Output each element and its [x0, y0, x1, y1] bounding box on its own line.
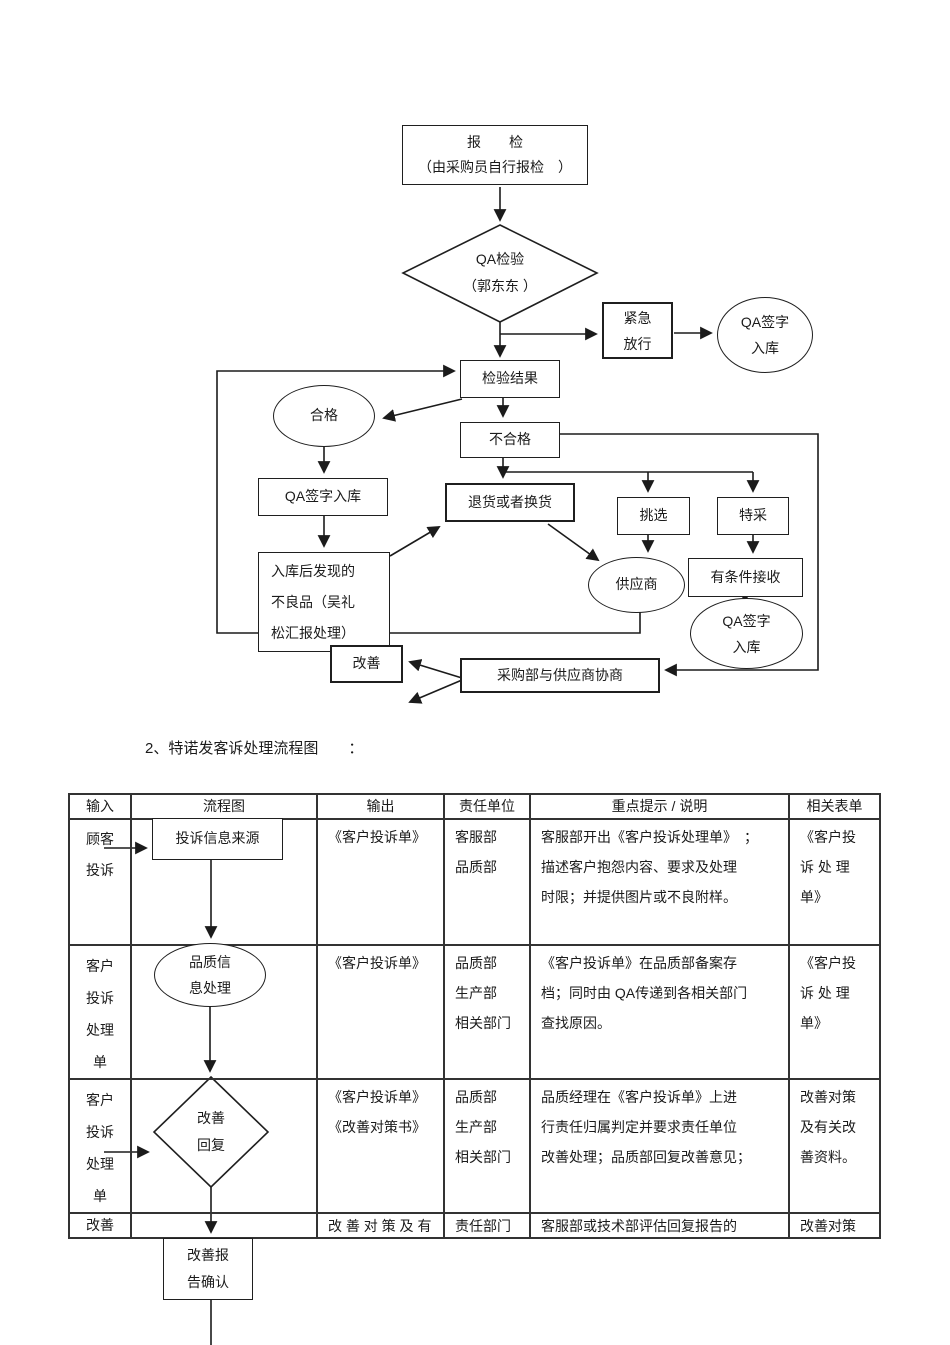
purchase-negotiate-box: 采购部与供应商协商: [460, 658, 660, 693]
special-accept-box: 特采: [717, 497, 789, 535]
inspection-result-box: 检验结果: [460, 360, 560, 398]
cell-output: 《客户投诉单》 《改善对策书》: [316, 1078, 445, 1214]
qa-sign-in-ellipse-1: QA签字 入库: [717, 297, 813, 373]
qa-sign-in-ellipse-2: QA签字 入库: [690, 598, 803, 669]
cell-dept: 责任部门: [443, 1212, 531, 1239]
cell-form: 改善对策 及有关改 善资料。: [788, 1078, 881, 1214]
improve-label: 改善: [352, 655, 381, 672]
table-header-row: 输入 流程图 输出 责任单位 重点提示 / 说明 相关表单: [68, 793, 881, 820]
return-or-exchange-label: 退货或者换货: [468, 493, 552, 510]
quality-info-label: 品质信 息处理: [189, 954, 231, 996]
inspection-result-label: 检验结果: [482, 370, 538, 387]
emergency-release-box: 紧急 放行: [602, 302, 673, 359]
table-row: 顾客 投诉 《客户投诉单》 客服部 品质部 客服部开出《客户投诉处理单》 ； 描…: [68, 818, 881, 946]
supplier-label: 供应商: [615, 576, 658, 593]
complaint-source-box: 投诉信息来源: [152, 818, 283, 860]
special-accept-label: 特采: [739, 507, 767, 524]
cell-input: 顾客 投诉: [68, 818, 132, 946]
supplier-ellipse: 供应商: [588, 557, 685, 613]
qa-sign-in-box: QA签字入库: [258, 478, 388, 516]
sorting-box: 挑选: [617, 497, 690, 535]
unqualified-label: 不合格: [489, 431, 531, 448]
cell-form: 《客户投 诉 处 理 单》: [788, 818, 881, 946]
conditional-accept-label: 有条件接收: [710, 568, 781, 585]
sorting-label: 挑选: [639, 507, 668, 524]
qa-inspection-label-wrap: QA检验 （郭东东 ）: [403, 231, 597, 315]
cell-output: 《客户投诉单》: [316, 944, 445, 1080]
cell-form: 改善对策: [788, 1212, 881, 1239]
cell-output: 改 善 对 策 及 有: [316, 1212, 445, 1239]
qa-inspection-label: QA检验 （郭东东 ）: [463, 251, 537, 294]
cell-form: 《客户投 诉 处 理 单》: [788, 944, 881, 1080]
cell-flow: [130, 1212, 318, 1239]
improve-report-confirm-label: 改善报 告确认: [187, 1247, 229, 1290]
qa-sign-in-box-label: QA签字入库: [284, 488, 362, 505]
section-heading: 2、特诺发客诉处理流程图 ：: [145, 740, 364, 757]
header-note: 重点提示 / 说明: [529, 793, 790, 820]
cell-note: 品质经理在《客户投诉单》上进 行责任归属判定并要求责任单位 改善处理；品质部回复…: [529, 1078, 790, 1214]
header-flow: 流程图: [130, 793, 318, 820]
cell-dept: 客服部 品质部: [443, 818, 531, 946]
improve-report-confirm-box: 改善报 告确认: [163, 1238, 253, 1300]
qualified-label: 合格: [310, 407, 338, 424]
cell-flow: [130, 1078, 318, 1214]
return-or-exchange-box: 退货或者换货: [445, 483, 575, 522]
quality-info-ellipse: 品质信 息处理: [154, 943, 266, 1007]
header-output: 输出: [316, 793, 445, 820]
found-after-storage-label: 入库后发现的 不良品（吴礼 松汇报处理）: [271, 562, 355, 641]
qa-sign-in-2-label: QA签字 入库: [722, 612, 771, 655]
header-form: 相关表单: [788, 793, 881, 820]
cell-dept: 品质部 生产部 相关部门: [443, 944, 531, 1080]
header-input: 输入: [68, 793, 132, 820]
cell-note: 客服部开出《客户投诉处理单》 ； 描述客户抱怨内容、要求及处理 时限；并提供图片…: [529, 818, 790, 946]
improve-reply-label: 改善 回复: [197, 1110, 225, 1153]
unqualified-box: 不合格: [460, 422, 560, 458]
complaint-source-label: 投诉信息来源: [175, 830, 260, 847]
report-inspection-box: 报 检 （由采购员自行报检 ）: [402, 125, 588, 185]
cell-input: 改善: [68, 1212, 132, 1239]
purchase-negotiate-label: 采购部与供应商协商: [497, 666, 623, 683]
conditional-accept-box: 有条件接收: [688, 558, 803, 597]
header-dept: 责任单位: [443, 793, 531, 820]
cell-note: 《客户投诉单》在品质部备案存 档；同时由 QA传递到各相关部门 查找原因。: [529, 944, 790, 1080]
qa-inspection-diamond: [401, 224, 599, 323]
cell-note: 客服部或技术部评估回复报告的: [529, 1212, 790, 1239]
cell-output: 《客户投诉单》: [316, 818, 445, 946]
emergency-release-label: 紧急 放行: [623, 309, 652, 352]
cell-input: 客户 投诉 处理 单: [68, 944, 132, 1080]
found-after-storage-box: 入库后发现的 不良品（吴礼 松汇报处理）: [258, 552, 390, 652]
improve-reply-label-wrap: 改善 回复: [169, 1104, 253, 1160]
qa-sign-in-1-label: QA签字 入库: [740, 314, 790, 356]
improve-box: 改善: [330, 645, 403, 683]
report-inspection-label: 报 检 （由采购员自行报检 ）: [418, 134, 572, 175]
qualified-ellipse: 合格: [273, 385, 375, 447]
cell-input: 客户 投诉 处理 单: [68, 1078, 132, 1214]
cell-dept: 品质部 生产部 相关部门: [443, 1078, 531, 1214]
table-row: 改善 改 善 对 策 及 有 责任部门 客服部或技术部评估回复报告的 改善对策: [68, 1212, 881, 1239]
table-row: 客户 投诉 处理 单 《客户投诉单》 《改善对策书》 品质部 生产部 相关部门 …: [68, 1078, 881, 1214]
